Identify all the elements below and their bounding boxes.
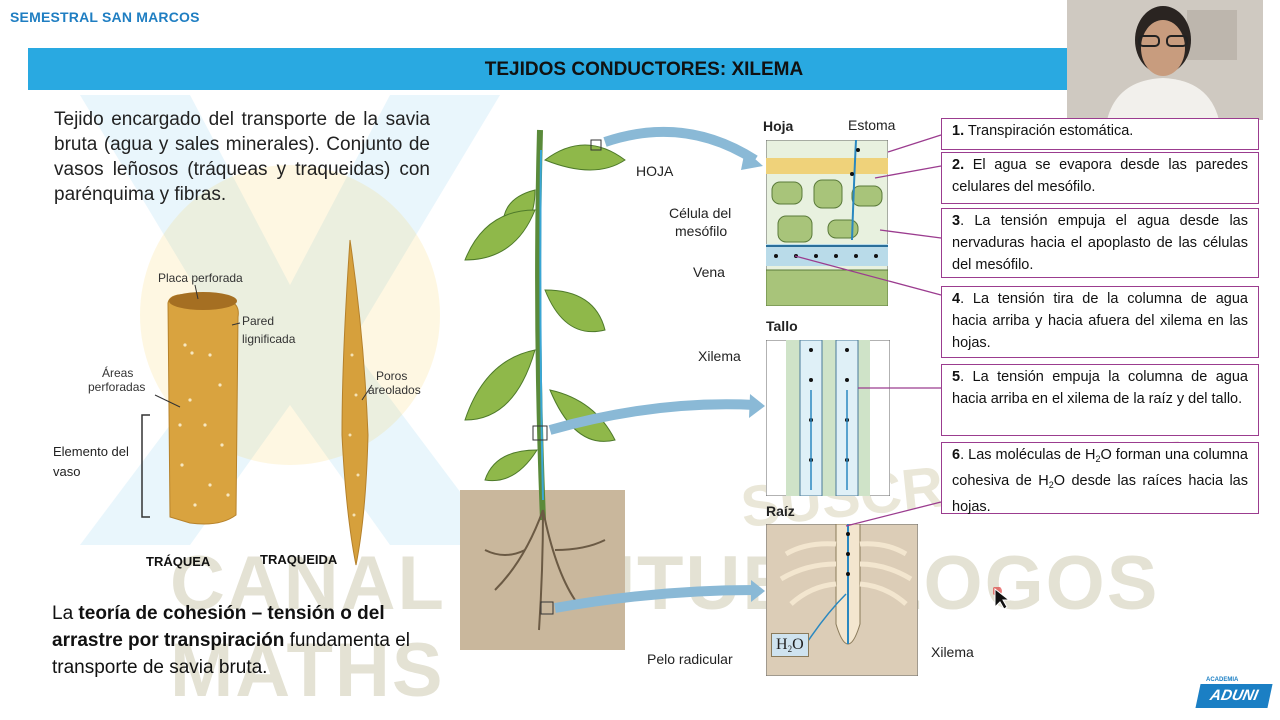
panel-title-tallo: Tallo <box>766 318 798 334</box>
theory-prefix: La <box>52 603 79 624</box>
panel-title-raiz: Raíz <box>766 503 795 519</box>
caption-traqueida: TRAQUEIDA <box>260 552 338 567</box>
label-pared-2: lignificada <box>242 332 296 346</box>
caption-traquea: TRÁQUEA <box>146 554 211 569</box>
leaf-section-diagram <box>766 140 888 306</box>
step-1: 1. Transpiración estomática. <box>941 118 1259 150</box>
step-5-text: . La tensión empuja la columna de agua h… <box>952 369 1248 407</box>
step-3-text: . La tensión empuja el agua desde las ne… <box>952 213 1248 273</box>
step-4: 4. La tensión tira de la columna de agua… <box>941 286 1259 358</box>
label-estoma: Estoma <box>848 117 896 133</box>
plant-illustration <box>460 126 765 650</box>
label-poros-1: Poros <box>376 369 408 383</box>
stem-section-diagram <box>766 340 890 496</box>
logo-aduni: ADUNI <box>1195 684 1273 708</box>
title-bar <box>28 48 1068 90</box>
intro-paragraph: Tejido encargado del transporte de la sa… <box>54 109 430 205</box>
label-hoja: HOJA <box>636 163 674 179</box>
h2o-sub: 2 <box>787 644 793 654</box>
label-vena: Vena <box>693 264 725 280</box>
h2o-badge: H2O <box>771 633 809 657</box>
step-1-text: Transpiración estomática. <box>964 123 1134 139</box>
step-1-num: 1. <box>952 123 965 139</box>
step-6-num: 6 <box>952 447 961 463</box>
label-celula-1: Célula del <box>669 205 732 221</box>
label-areas-1: Áreas <box>102 366 134 380</box>
label-areas-2: perforadas <box>88 380 146 394</box>
step-5-num: 5 <box>952 369 961 385</box>
webcam-feed <box>1067 0 1263 120</box>
watermark-line2: CANAL YOUTUBE LOGOS MATHS <box>170 541 1160 713</box>
step-3-num: 3 <box>952 213 961 229</box>
logo-academia: ACADEMIA <box>1206 677 1239 683</box>
step-6-text-2: O forman una columna cohesiva de H <box>952 447 1248 489</box>
step-6-sub-2: 2 <box>1048 480 1054 490</box>
label-elemento-2: vaso <box>53 464 81 479</box>
step-6-text-1: . Las moléculas de H <box>960 447 1096 463</box>
label-celula-2: mesófilo <box>675 223 728 239</box>
theory-bold: teoría de cohesión – tensión o del arras… <box>52 603 385 651</box>
label-elemento-1: Elemento del <box>53 444 129 459</box>
panel-title-hoja: Hoja <box>763 118 794 134</box>
slide-title: TEJIDOS CONDUCTORES: XILEMA <box>484 59 804 80</box>
step-6: 6. Las moléculas de H2O forman una colum… <box>941 442 1259 515</box>
label-placa-perforada: Placa perforada <box>158 271 243 285</box>
step-3: 3. La tensión empuja el agua desde las n… <box>941 208 1259 278</box>
step-4-num: 4 <box>952 291 961 307</box>
label-xilema-raiz: Xilema <box>931 644 974 660</box>
vessel-illustration <box>141 239 373 566</box>
step-6-sub-1: 2 <box>1095 454 1101 464</box>
label-xilema-tallo: Xilema <box>698 348 741 364</box>
mouse-cursor-icon <box>993 587 1011 610</box>
step-4-text: . La tensión tira de la columna de agua … <box>952 291 1248 351</box>
brand-title: SEMESTRAL SAN MARCOS <box>10 9 200 25</box>
step-2-num: 2. <box>952 157 965 173</box>
step-6-text-3: O desde las raíces hacia las hojas. <box>952 473 1248 515</box>
theory-suffix: fundamenta el transporte de savia bruta. <box>52 630 411 678</box>
label-pelo-radicular: Pelo radicular <box>647 651 733 667</box>
theory-paragraph: La teoría de cohesión – tensión o del ar… <box>52 600 442 681</box>
h2o-o: O <box>792 636 804 653</box>
h2o-h: H <box>776 636 788 653</box>
label-poros-2: areolados <box>368 383 421 397</box>
label-pared-1: Pared <box>242 314 275 328</box>
step-2-text: El agua se evapora desde las paredes cel… <box>952 157 1248 195</box>
step-2: 2. El agua se evapora desde las paredes … <box>941 152 1259 204</box>
presenter-icon <box>1067 0 1263 120</box>
step-5: 5. La tensión empuja la columna de agua … <box>941 364 1259 436</box>
